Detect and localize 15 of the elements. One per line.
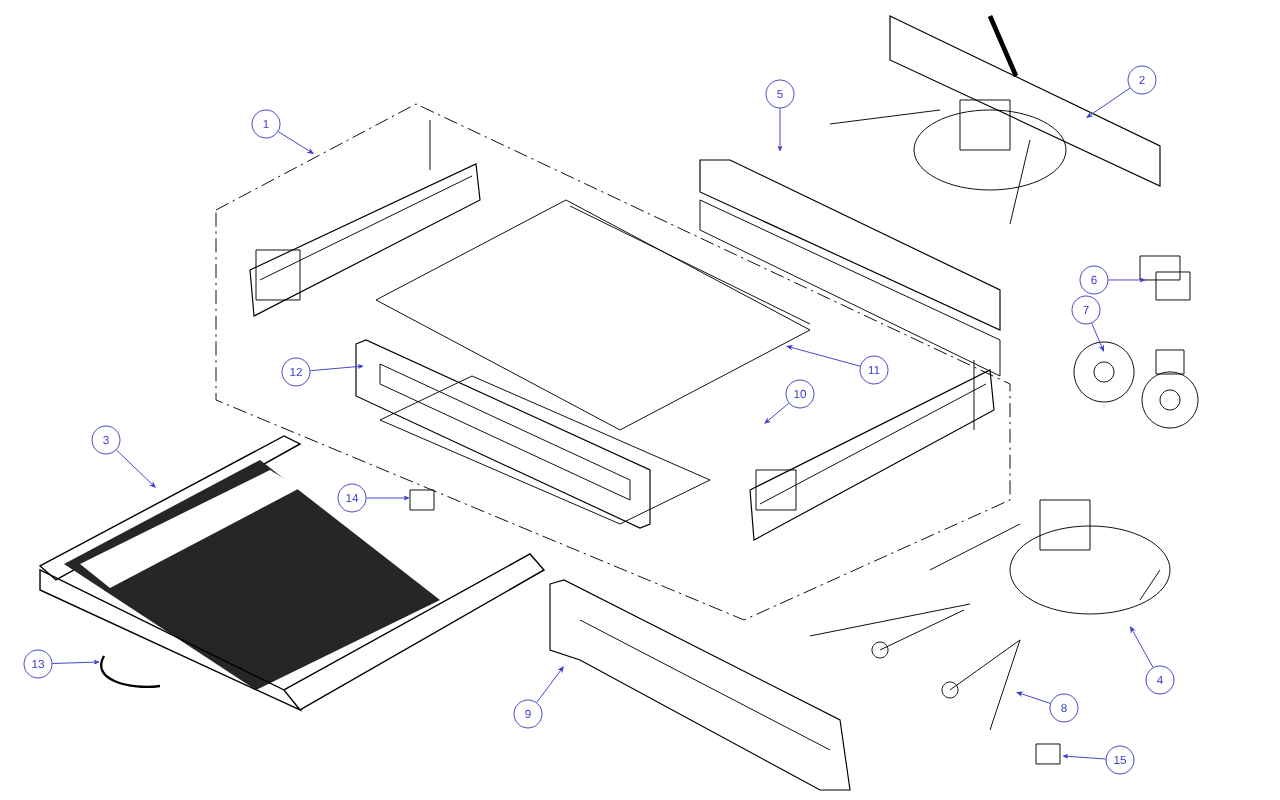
leader-line	[1108, 277, 1146, 283]
leader-line	[777, 108, 783, 152]
leader-line	[1086, 87, 1131, 118]
leader-line	[366, 495, 410, 501]
leader-line	[1016, 691, 1051, 704]
leader-line	[1062, 754, 1107, 760]
leader-line	[116, 449, 156, 488]
leader-line	[309, 364, 364, 372]
leader-line	[277, 131, 314, 154]
leader-line	[1130, 626, 1154, 668]
leader-line	[764, 402, 790, 424]
leader-line	[786, 345, 861, 367]
leader-line	[52, 659, 100, 665]
leader-line	[1091, 322, 1104, 352]
leader-line	[536, 666, 564, 703]
